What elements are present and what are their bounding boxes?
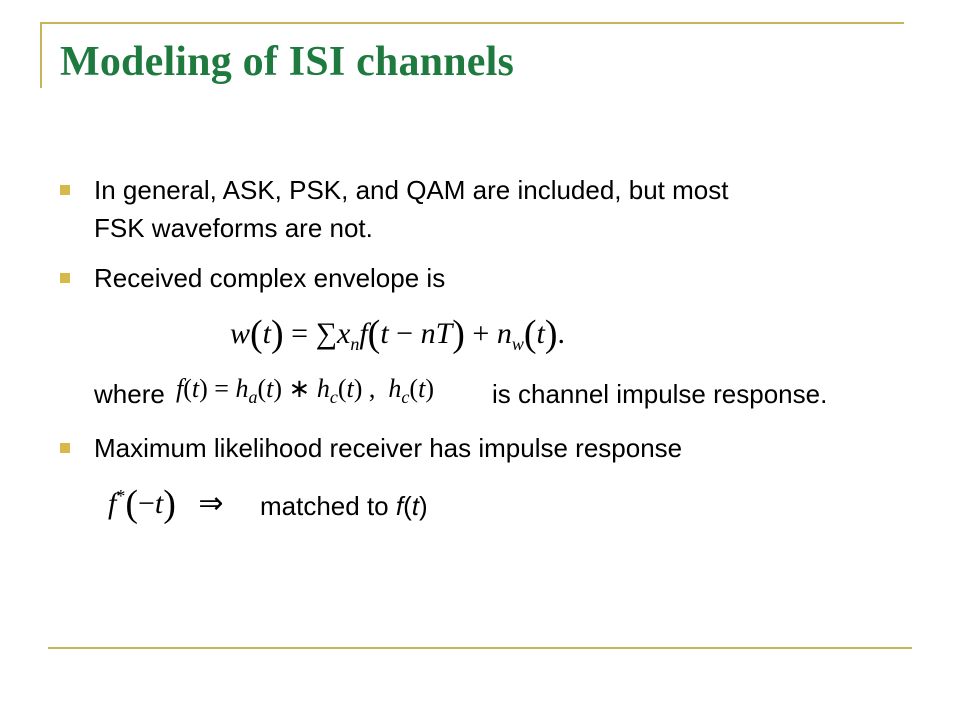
equation-received-envelope: w(t) = ∑xnf(t − nT) + nw(t). [230,313,566,355]
bullet-3-line-1: Maximum likelihood receiver has impulse … [94,433,683,463]
bullet-1-line-2: FSK waveforms are not. [94,213,373,243]
matched-f: f [395,491,404,521]
frame-top-border [40,22,904,24]
matched-t: t [411,491,419,521]
bullet-marker [60,443,70,453]
bullet-marker [60,185,70,195]
matched-prefix: matched to [260,491,396,521]
where-tail: is channel impulse response. [492,379,828,409]
frame-bottom-border [48,647,912,649]
bullet-marker [60,273,70,283]
slide-title: Modeling of ISI channels [60,39,515,85]
equation-f-convolution: f(t) = ha(t) ∗ hc(t) , hc(t) [176,374,434,408]
frame-left-border [40,22,42,88]
matched-to-text: matched to f(t) [260,491,428,521]
bullet-2-line-1: Received complex envelope is [94,263,446,293]
where-label: where [94,379,165,409]
bullet-1-line-1: In general, ASK, PSK, and QAM are includ… [94,175,729,205]
implies-arrow-icon: ⇒ [198,486,224,521]
equation-matched-filter: f*(−t) ⇒ [108,483,224,525]
